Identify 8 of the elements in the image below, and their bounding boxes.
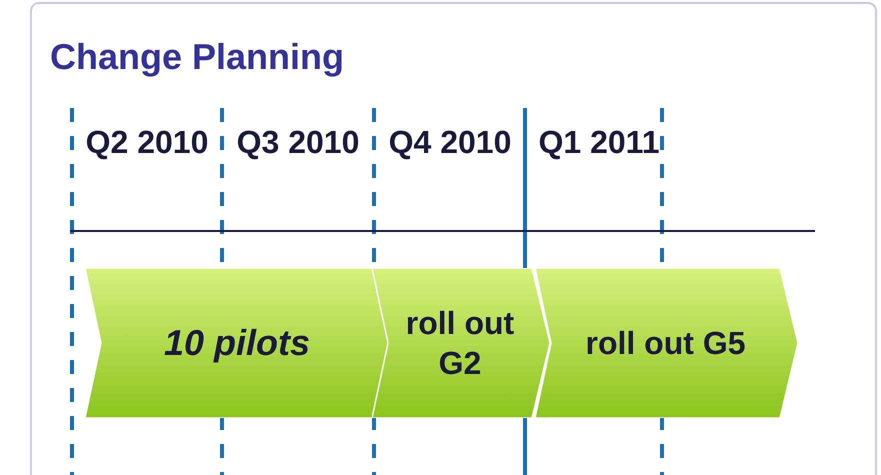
phase-label: roll out G2: [404, 304, 516, 383]
quarter-label: Q1 2011: [538, 123, 660, 162]
quarter-label: Q4 2010: [388, 123, 512, 162]
phase-label: 10 pilots: [162, 323, 312, 363]
title: Change Planning: [50, 36, 344, 78]
quarter-label: Q3 2010: [236, 123, 360, 162]
quarter-label: Q2 2010: [84, 123, 210, 162]
phase-label: roll out G5: [584, 324, 746, 363]
